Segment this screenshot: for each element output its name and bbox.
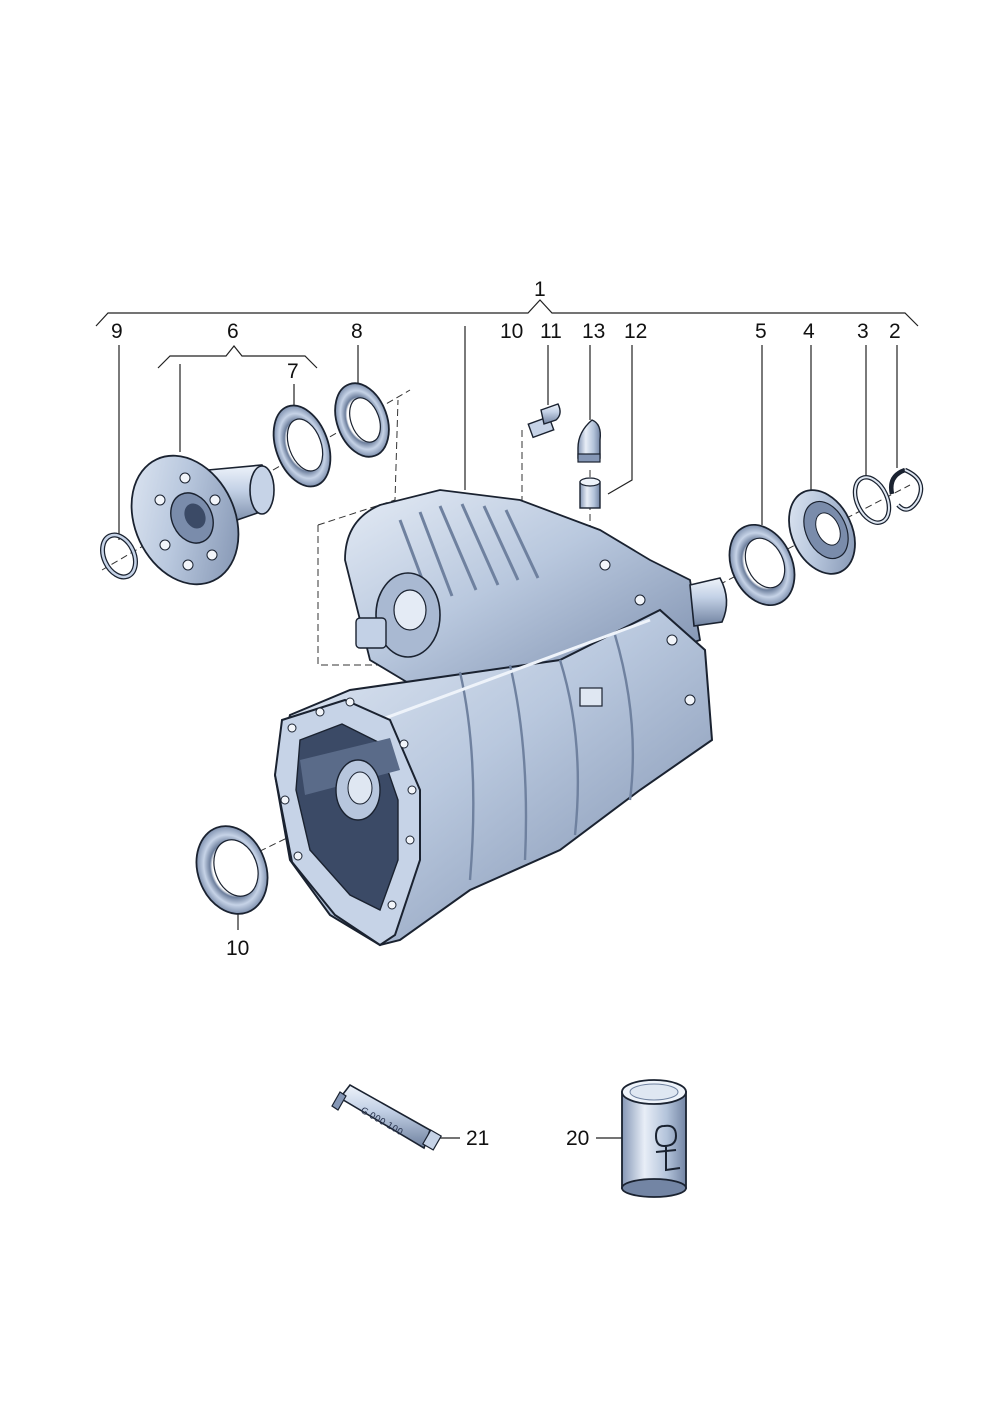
- sealant-tube-part-21: G 000 100: [331, 1083, 443, 1151]
- callout-11: 11: [540, 320, 562, 343]
- callout-8: 8: [351, 320, 363, 343]
- callout-5: 5: [755, 320, 767, 343]
- oil-can-part-20: [621, 1079, 687, 1198]
- transfer-case-housing-part-1: [273, 489, 728, 947]
- spacer-ring-part-7: [272, 404, 332, 488]
- callout-12: 12: [624, 320, 647, 343]
- callout-1: 1: [534, 278, 546, 301]
- bearing-part-4: [788, 489, 856, 575]
- assembly-bracket: [95, 299, 919, 327]
- circlip-part-9: [100, 532, 138, 580]
- callout-10-top: 10: [500, 320, 523, 343]
- sleeve-part-12: [579, 477, 601, 509]
- callout-20: 20: [566, 1127, 589, 1150]
- callout-9: 9: [111, 320, 123, 343]
- flange-part-6: [130, 454, 275, 586]
- bolt-part-11: [527, 403, 561, 439]
- circlip-part-2: [889, 467, 924, 512]
- callout-21: 21: [466, 1127, 489, 1150]
- o-ring-part-3: [852, 475, 892, 525]
- breather-cap-part-13: [577, 419, 602, 463]
- callout-7: 7: [287, 360, 299, 383]
- callout-4: 4: [803, 320, 815, 343]
- shaft-seal-part-10: [195, 825, 269, 915]
- callout-10-bottom: 10: [226, 937, 249, 960]
- shaft-seal-part-5: [728, 523, 796, 607]
- callout-13: 13: [582, 320, 605, 343]
- callout-2: 2: [889, 320, 901, 343]
- callout-6: 6: [227, 320, 239, 343]
- leader-lines: [118, 326, 898, 1139]
- shaft-seal-part-8: [334, 382, 390, 458]
- callout-3: 3: [857, 320, 869, 343]
